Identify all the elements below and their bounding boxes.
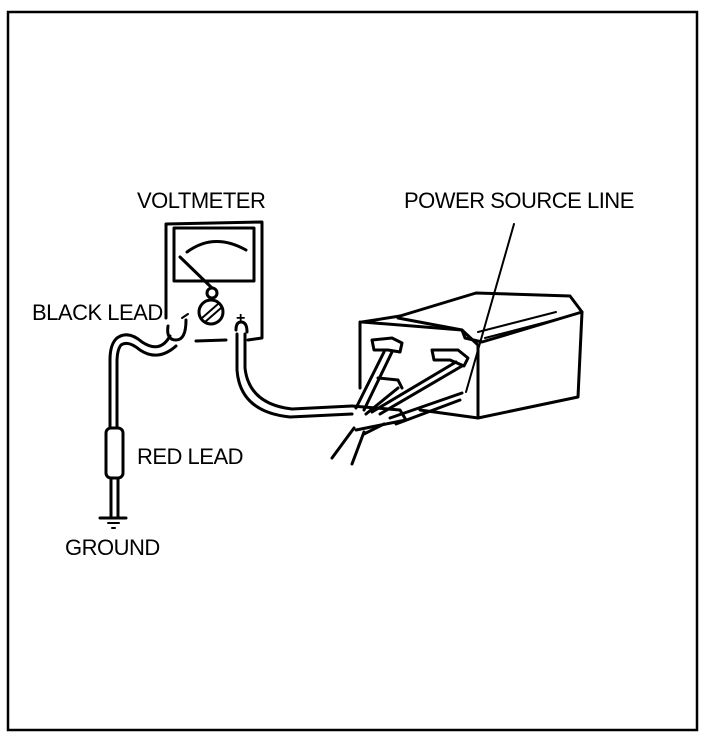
figure-border [6,10,699,732]
voltmeter: + [164,220,264,343]
zero-adjust-knob [197,298,225,326]
red-lead [234,320,354,419]
voltmeter-pivot [205,286,219,300]
ground-label: GROUND [65,535,160,560]
red-lead-label: RED LEAD [137,444,243,469]
power-source-line-label: POWER SOURCE LINE [404,188,634,213]
wire-harness [330,350,464,466]
probe-handle [104,426,125,480]
voltmeter-needle [178,255,214,290]
black-lead [104,318,188,520]
black-lead-label: BLACK LEAD [32,300,163,325]
connector-slot [430,348,470,368]
ground-icon [98,516,128,529]
power-unit-top [360,291,584,344]
power-unit-front [358,310,584,420]
positive-terminal-symbol: + [236,310,245,327]
voltmeter-body [164,220,264,343]
power-source-leader-line [465,223,515,393]
voltmeter-display-window [172,226,256,283]
connector-slot [376,376,404,390]
black-lead-leader-line [181,313,189,319]
voltmeter-label: VOLTMETER [137,188,265,213]
voltmeter-scale-arc [185,240,248,254]
power-unit [358,291,584,420]
connector-slot [370,336,404,354]
